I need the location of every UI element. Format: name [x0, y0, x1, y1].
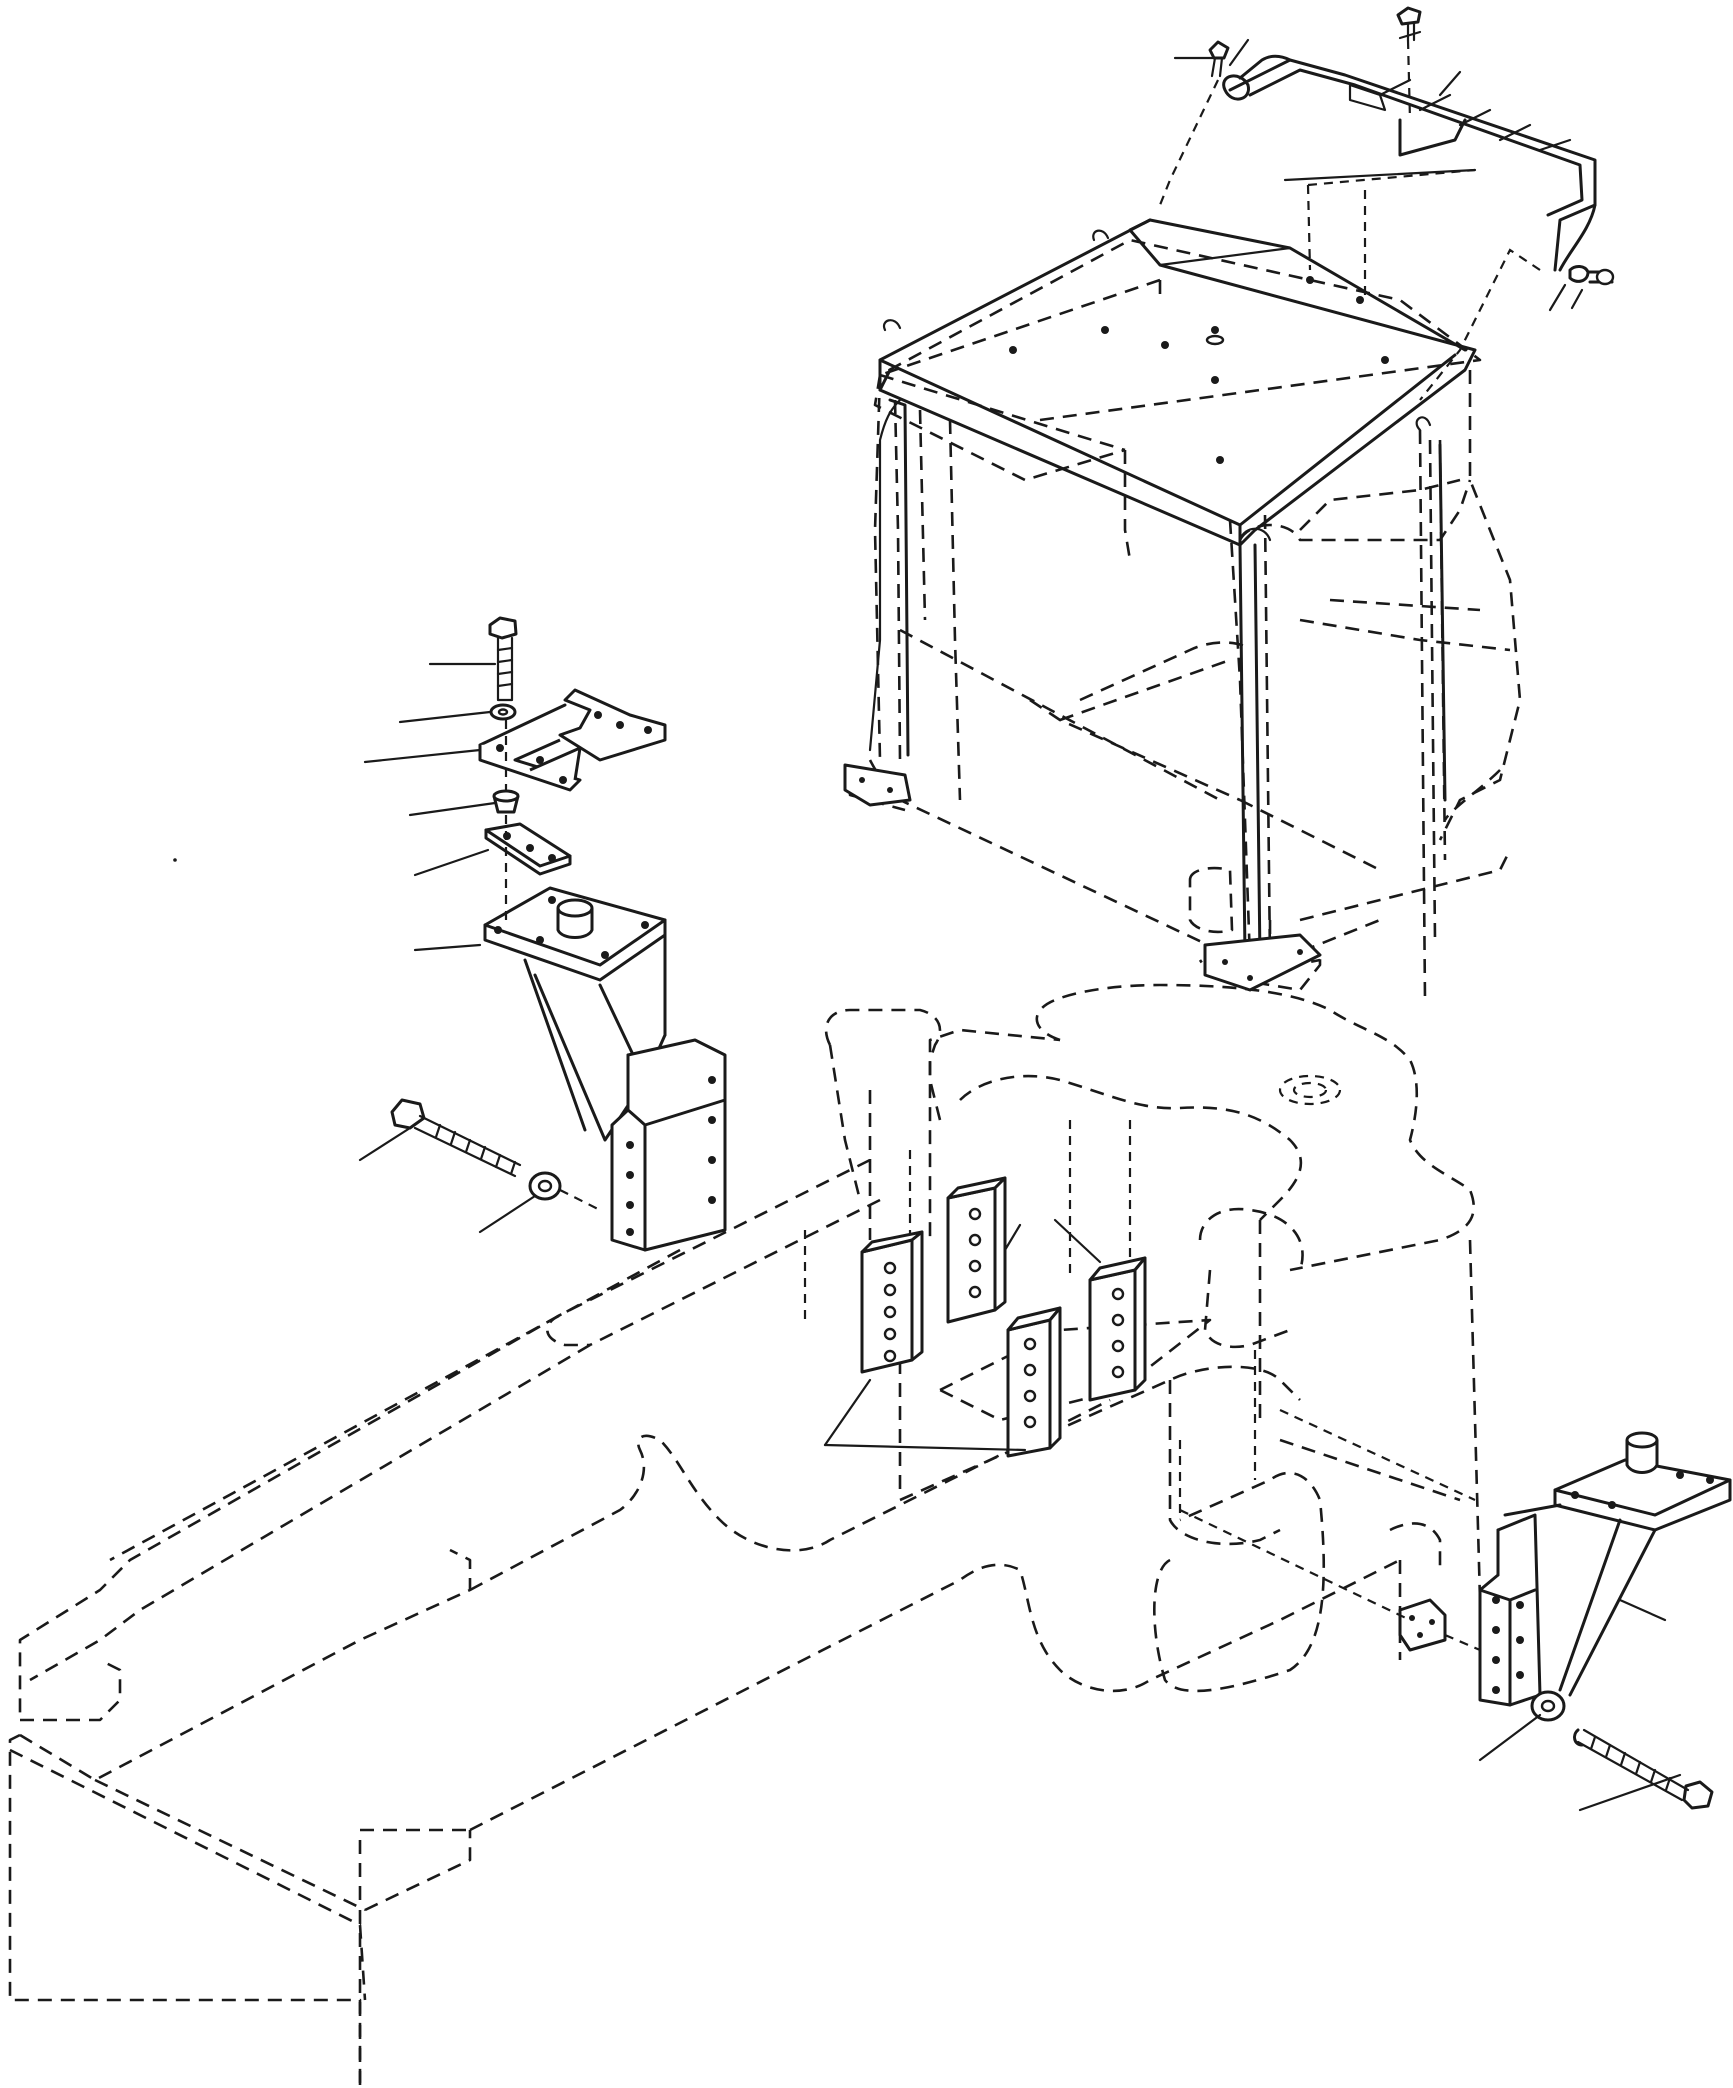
roof-guides: [1158, 39, 1541, 401]
pad-1: [860, 1230, 924, 1374]
long-bolt-left: [390, 1098, 522, 1178]
pad-3: [1088, 1256, 1147, 1402]
main-frame: [8, 983, 1482, 2088]
cab: [848, 238, 1522, 1001]
bolt-upper: [488, 616, 518, 702]
pad-4: [1006, 1306, 1062, 1458]
roof-bolts: [1208, 6, 1615, 286]
speck-mark: [173, 858, 177, 862]
cab-pillars: [843, 398, 1447, 992]
stopper-plate: [478, 688, 667, 792]
rubber-pads: [860, 1176, 1147, 1458]
pad-2: [946, 1176, 1007, 1324]
roof-rail: [1222, 54, 1597, 272]
shim-plate: [484, 822, 572, 876]
assembly-guides: [504, 720, 1481, 1652]
mount-stack-right: [1398, 1431, 1732, 1810]
leader-lines: [358, 30, 1682, 1812]
mount-stack-left: [390, 616, 727, 1252]
cab-roof: [878, 218, 1477, 547]
mount-bracket-left: [483, 886, 727, 1252]
